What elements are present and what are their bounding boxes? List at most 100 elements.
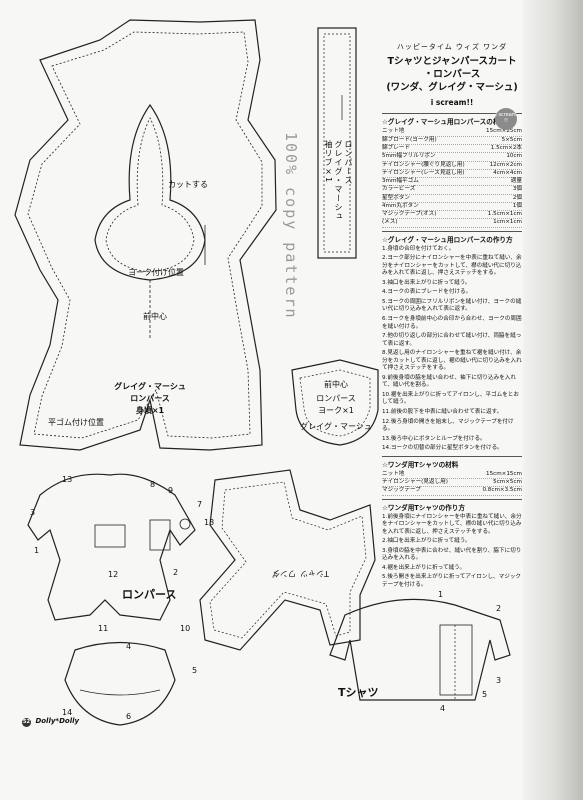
yoke-name-label: グレイグ・マーシュ [300, 422, 372, 431]
instruction-step: 7.他の切り返しの部分に合わせて縫い付け、両脇を縫って表に返す。 [382, 333, 522, 347]
material-name: 綿ブロード(ヨーク用) [382, 136, 437, 143]
material-name: カラービーズ [382, 186, 416, 193]
instruction-step: 4.ヨークの表にブレードを付ける。 [382, 289, 472, 296]
article-title-line2: ・ロンパース [423, 68, 481, 80]
instruction-step: 12.後ろ身頃の開きを始末し、マジックテープを付ける。 [382, 418, 514, 433]
sleeve-rib-strip-pattern [317, 27, 357, 259]
tshirt-pattern-part-label: Tシャツ [300, 569, 329, 578]
material-name: マジックテープ [382, 487, 421, 494]
badge-line1: i scream [495, 112, 517, 119]
material-row: ニット地 15cm×15cm [382, 470, 522, 480]
instruction-step: 6.ヨークを身頃前中心の合印から合わせ、ヨークの周囲を縫い付ける。 [382, 316, 522, 330]
callout-number: 8 [150, 480, 156, 489]
romper-back-illustration [64, 641, 176, 726]
material-quantity: 3個 [512, 186, 522, 193]
material-row: ナイロンシャー(レース見返し用)4cm×4cm [382, 169, 522, 179]
instruction-step: 13.後ろ中心にボタンとループを付ける。 [382, 435, 486, 442]
material-name: ナイロンシャー(レース見返し用) [382, 169, 465, 176]
instruction-step: 9.前後身頃の脇を縫い合わせ、袖下に切り込みを入れて、縫い代を割る。 [382, 374, 516, 389]
material-row: ニット地 15cm×25cm [382, 128, 522, 137]
instruction-step: 3.袖口を出来上がりに折って縫う。 [382, 279, 471, 286]
material-quantity: 15cm×25cm [486, 128, 522, 135]
tshirt-pattern-name-label: ワンダ [272, 569, 296, 578]
instruction-step: 1.前後身頃にナイロンシャーを中表に重ねて縫い、余分をナイロンシャーをカットして… [382, 513, 522, 535]
romper-body-seam-line [27, 31, 263, 439]
callout-number: 3 [30, 508, 36, 517]
callout-number: 4 [126, 642, 132, 651]
material-name: ナイロンシャー(腰ぐり見返し用) [382, 161, 465, 168]
series-kicker: ハッピータイム ウィズ ワンダ [396, 43, 508, 51]
page-gutter-shadow [523, 0, 583, 800]
yoke-item-label: ロンパース [316, 394, 356, 403]
instruction-column: ハッピータイム ウィズ ワンダ Tシャツとジャンパースカート ・ロンパース (ワ… [382, 42, 522, 591]
callout-number: 13 [62, 475, 73, 484]
callout-number: 5 [482, 690, 488, 699]
material-quantity: 1.5cm×1cm [487, 211, 522, 218]
callout-number: 2 [496, 604, 502, 613]
callout-number: 1 [34, 546, 40, 555]
strip-name-label: グレイグ・マーシュ [334, 140, 343, 221]
tshirt-illustration-title: Tシャツ [338, 686, 379, 699]
magazine-brand: Dolly*Dolly [35, 717, 80, 725]
instruction-step: 4.裾を出来上がりに折って縫う。 [382, 564, 466, 571]
material-name: 星型ボタン [382, 194, 410, 201]
material-name: ニット地 [382, 128, 405, 135]
material-quantity: 1cm×1cm [493, 219, 522, 226]
cut-mark-label: カットする [168, 180, 208, 189]
yoke-position-label: ヨーク付け位置 [128, 268, 184, 277]
tshirt-illustration [329, 598, 511, 701]
callout-number: 4 [440, 704, 446, 713]
material-name: 3mm幅平ゴム [382, 178, 419, 185]
material-quantity: 5cm×5cm [493, 479, 522, 486]
callout-number: 3 [496, 676, 502, 685]
romper-steps-heading: ☆グレイグ・マーシュ用ロンパースの作り方 [382, 230, 522, 244]
material-name: ニット地 [382, 470, 405, 477]
waist-position-label: 平ゴム付け位置 [48, 418, 104, 427]
material-quantity: 1.5cm×2本 [490, 144, 522, 151]
article-title-line1: Tシャツとジャンパースカート [387, 56, 517, 67]
callout-number: 13 [204, 518, 215, 527]
tshirt-steps-heading: ☆ワンダ用Tシャツの作り方 [382, 498, 522, 512]
brand-tag: i scream!! [430, 98, 474, 108]
material-quantity: 1個 [512, 202, 522, 209]
romper-crotch-cutout [94, 103, 206, 281]
callout-number: 7 [197, 500, 203, 509]
material-name: 5mm幅フリルリボン [382, 153, 436, 160]
brand-badge: i scream !! [495, 108, 517, 130]
material-quantity: 15cm×15cm [486, 470, 522, 477]
instruction-step: 5.後ろ開きを出来上がりに折ってアイロンし、マジックテープを付ける。 [382, 574, 522, 588]
callout-number: 2 [173, 568, 179, 577]
article-title-line3: (ワンダ、グレイグ・マーシュ) [386, 81, 518, 93]
material-row: (メス) 1cm×1cm [382, 219, 522, 228]
instruction-step: 2.ヨーク部分にナイロンシャーを中表に重ねて縫い、余分をナイロンシャーをカットし… [382, 255, 522, 277]
romper-materials-heading: ☆グレイグ・マーシュ用ロンパースの材料 [382, 113, 522, 126]
yoke-part-label: ヨーク×1 [318, 406, 354, 415]
instruction-step: 11.前後の股下を中表に縫い合わせて表に返す。 [382, 409, 503, 416]
badge-line2: !! [503, 118, 508, 124]
page-number: 52 [22, 718, 31, 727]
material-quantity: 12cm×2cm [489, 161, 522, 168]
callout-number: 1 [438, 590, 444, 599]
material-quantity: 適量 [510, 178, 522, 185]
callout-number: 9 [168, 486, 174, 495]
instruction-step: 8.見返し用のナイロンシャーを重ねて裾を縫い付け、余分をカットして表に返し、裾の… [382, 350, 522, 372]
material-name: (メス) [382, 219, 398, 226]
callout-number: 6 [126, 712, 132, 721]
romper-illustration-title: ロンパース [122, 588, 177, 601]
callout-number: 5 [192, 666, 198, 675]
yoke-front-center-label: 前中心 [324, 380, 348, 389]
instruction-step: 10.裾を出来上がりに折ってアイロンし、平ゴムをとおして縫う。 [382, 391, 519, 406]
tshirt-pattern-outline [199, 469, 376, 651]
romper-body-name-label: グレイグ・マーシュ [114, 382, 186, 391]
callout-number: 10 [180, 624, 191, 633]
yoke-pattern [291, 359, 379, 446]
romper-body-pattern-outline [14, 19, 277, 451]
material-row: 3mm幅平ゴム 適量 [382, 178, 522, 187]
material-name: ナイロンシャー(見返し用) [382, 479, 448, 486]
